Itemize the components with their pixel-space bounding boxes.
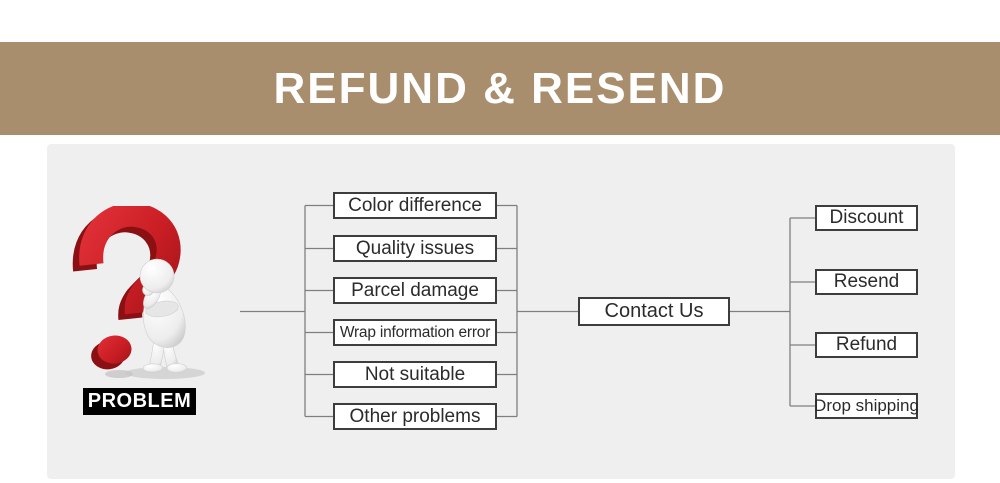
ground-shadow [125, 367, 205, 379]
flow-node-wrap-information-error: Wrap information error [333, 319, 497, 346]
flow-node-drop-shipping: Drop shipping [814, 393, 919, 419]
flow-node-color-difference: Color difference [333, 192, 497, 219]
problem-label: PROBLEM [83, 388, 196, 415]
connector-lines [240, 204, 815, 418]
flow-node-quality-issues: Quality issues [333, 235, 497, 262]
banner: REFUND & RESEND [0, 42, 1000, 135]
thinking-person-icon [139, 258, 188, 373]
flow-node-resend: Resend [815, 269, 918, 295]
flow-node-discount: Discount [815, 205, 918, 231]
banner-title: REFUND & RESEND [273, 63, 727, 113]
flow-node-not-suitable: Not suitable [333, 361, 497, 388]
flow-node-refund: Refund [815, 332, 918, 358]
flowchart-card: PROBLEM Color difference Quality issues … [47, 144, 955, 479]
flow-node-other-problems: Other problems [333, 403, 497, 430]
dot-shadow [105, 370, 133, 378]
problem-figure [72, 206, 205, 379]
flow-node-parcel-damage: Parcel damage [333, 277, 497, 304]
flow-node-contact-us: Contact Us [578, 297, 730, 326]
